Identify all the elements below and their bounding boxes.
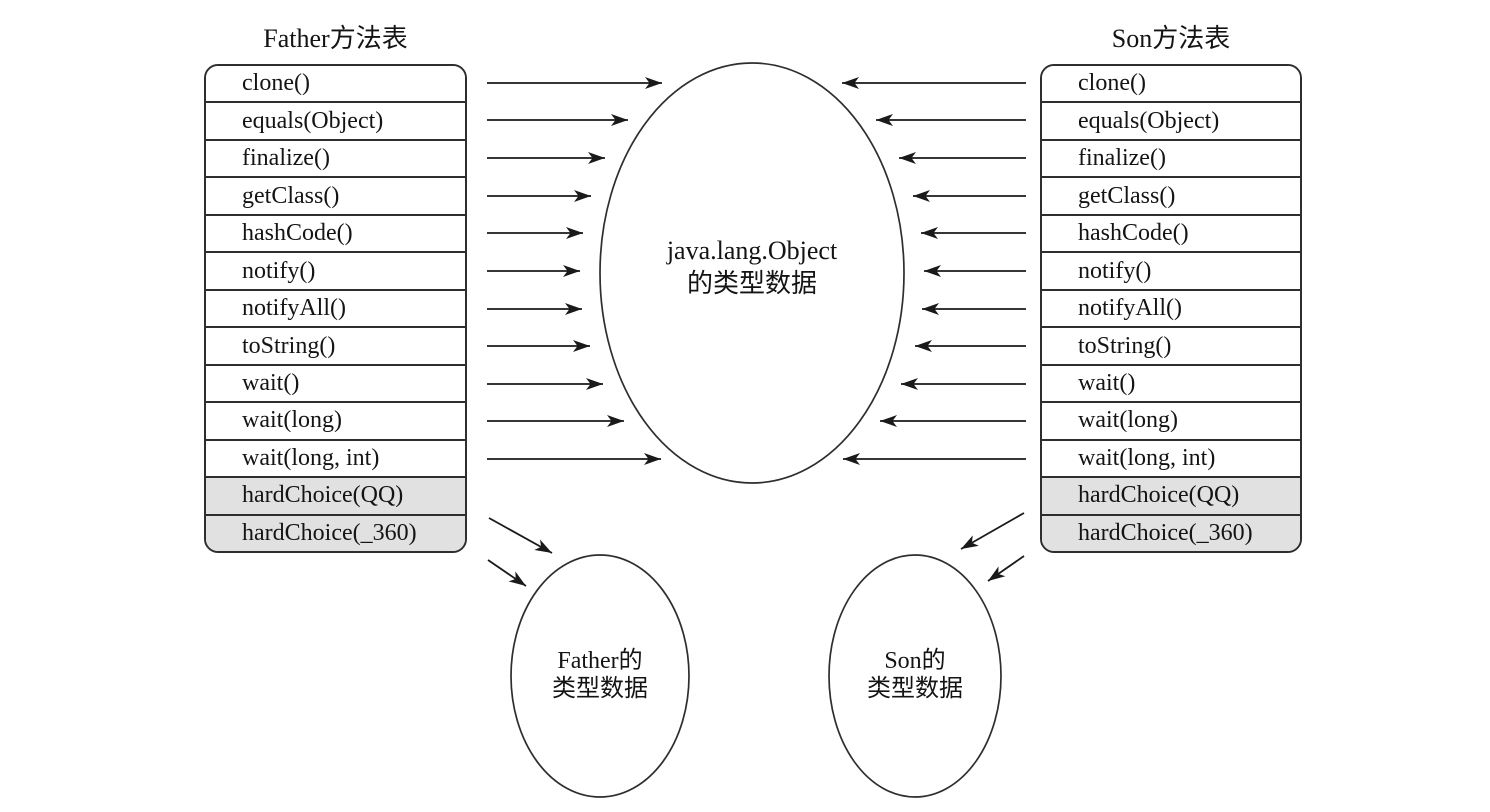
father-to-object-arrows xyxy=(487,77,662,465)
method-row: getClass() xyxy=(1042,176,1300,214)
father-table-title: Father方法表 xyxy=(263,24,408,53)
father-type-data-label-line2: 类型数据 xyxy=(552,675,648,702)
son-hardchoice-arrows xyxy=(960,512,1025,582)
method-row: notifyAll() xyxy=(206,288,465,327)
method-row: toString() xyxy=(206,326,465,364)
method-row: getClass() xyxy=(206,176,465,214)
object-type-data-label-line1: java.lang.Object xyxy=(666,236,838,265)
object-type-data-label-line2: 的类型数据 xyxy=(687,269,817,298)
method-row: clone() xyxy=(1042,66,1300,102)
father-type-data-label-line1: Father的 xyxy=(557,647,642,674)
father-type-data-ellipse xyxy=(510,554,690,798)
method-row: equals(Object) xyxy=(206,101,465,139)
son-type-data-ellipse xyxy=(828,554,1002,798)
method-row-highlighted: hardChoice(QQ) xyxy=(1042,476,1300,514)
method-row: finalize() xyxy=(1042,138,1300,177)
object-type-data-ellipse xyxy=(599,62,905,484)
method-row: notifyAll() xyxy=(1042,288,1300,327)
method-row: wait(long, int) xyxy=(206,438,465,477)
method-row: toString() xyxy=(1042,326,1300,364)
method-row: wait() xyxy=(1042,363,1300,402)
method-row: equals(Object) xyxy=(1042,101,1300,139)
son-type-data-label-line2: 类型数据 xyxy=(867,675,963,702)
method-row: wait() xyxy=(206,363,465,402)
son-table-title: Son方法表 xyxy=(1111,24,1231,53)
method-row: clone() xyxy=(206,66,465,102)
method-row: notify() xyxy=(1042,251,1300,289)
method-row: wait(long) xyxy=(1042,401,1300,439)
method-row-highlighted: hardChoice(_360) xyxy=(1042,513,1300,551)
son-type-data-label-line1: Son的 xyxy=(884,647,945,674)
son-method-table: clone() equals(Object) finalize() getCla… xyxy=(1040,64,1302,553)
father-method-table: clone() equals(Object) finalize() getCla… xyxy=(204,64,467,553)
method-row: wait(long, int) xyxy=(1042,438,1300,477)
method-row-highlighted: hardChoice(_360) xyxy=(206,513,465,551)
method-row: notify() xyxy=(206,251,465,289)
method-row: finalize() xyxy=(206,138,465,177)
method-row-highlighted: hardChoice(QQ) xyxy=(206,476,465,514)
son-to-object-arrows xyxy=(842,77,1026,465)
method-row: wait(long) xyxy=(206,401,465,439)
method-row: hashCode() xyxy=(206,213,465,252)
method-row: hashCode() xyxy=(1042,213,1300,252)
father-hardchoice-arrows xyxy=(487,517,553,587)
